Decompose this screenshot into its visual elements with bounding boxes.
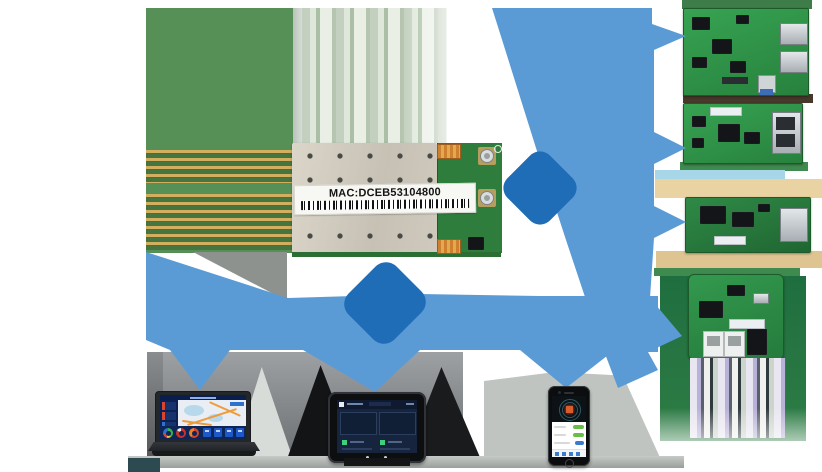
status-green xyxy=(342,440,347,445)
blurred-shield-edge xyxy=(293,8,302,143)
embedded-router-board-1 xyxy=(683,8,809,96)
phone-app-hero xyxy=(552,396,586,422)
tablet-home-dot xyxy=(366,456,369,459)
photo-band xyxy=(680,162,808,171)
status-green xyxy=(380,440,385,445)
laptop-dashboard xyxy=(160,395,246,439)
gold-edge-fingers xyxy=(146,194,293,250)
embedded-router-board-2 xyxy=(683,103,803,164)
boards-column xyxy=(654,0,822,472)
floor-accent xyxy=(128,458,160,472)
smartphone-device xyxy=(548,386,590,468)
antenna-pad xyxy=(437,144,461,159)
dashboard-titlebar xyxy=(160,395,246,400)
tablet-shadow xyxy=(344,458,410,466)
photo-band xyxy=(655,170,785,179)
background-fade xyxy=(402,8,494,143)
blue-connector xyxy=(760,89,773,95)
barcode xyxy=(301,198,470,211)
laptop-base xyxy=(148,442,260,451)
shield-dots xyxy=(306,152,436,160)
ufl-antenna-connector xyxy=(478,147,496,165)
tablet-dashboard xyxy=(337,400,417,453)
hub-node-1 xyxy=(344,262,426,344)
tablet-home-dot xyxy=(384,456,387,459)
dashboard-map xyxy=(178,400,246,426)
map-buttons xyxy=(230,402,244,406)
antenna-pad xyxy=(437,239,461,254)
embedded-router-board-3 xyxy=(685,197,811,253)
laptop-base-lip xyxy=(152,451,256,456)
photo-band xyxy=(683,94,813,103)
chip-icon xyxy=(565,405,573,413)
mac-address-text: MAC:DCEB53104800 xyxy=(328,186,442,200)
shield-dots xyxy=(306,176,436,184)
photo-band xyxy=(654,268,800,276)
dashboard-stats xyxy=(160,426,246,439)
mac-address-label: MAC:DCEB53104800 xyxy=(293,182,477,216)
laptop-device xyxy=(144,390,266,460)
mounting-hole xyxy=(494,145,502,153)
module-pcb-edge xyxy=(292,252,501,257)
phone-home-button xyxy=(565,458,574,468)
shield-dots xyxy=(306,232,436,240)
phone-screen xyxy=(552,396,586,457)
hub-node-2 xyxy=(503,151,577,225)
table-edge-band xyxy=(656,251,822,268)
embedded-router-board-4 xyxy=(688,274,784,360)
phone-toolbar xyxy=(552,449,586,457)
tablet-topbar xyxy=(337,400,417,409)
gold-edge-fingers xyxy=(146,150,293,183)
photo-band xyxy=(682,0,812,9)
smd-component xyxy=(468,237,484,250)
flow-arrow-column xyxy=(492,8,686,388)
table-edge-band xyxy=(655,179,822,198)
ufl-antenna-connector xyxy=(478,189,496,207)
laptop-screen-bezel xyxy=(156,392,250,442)
dashboard-sidebar xyxy=(160,400,178,430)
phone-speaker xyxy=(564,391,574,394)
tablet-device xyxy=(328,392,426,463)
phone-camera xyxy=(558,391,561,394)
